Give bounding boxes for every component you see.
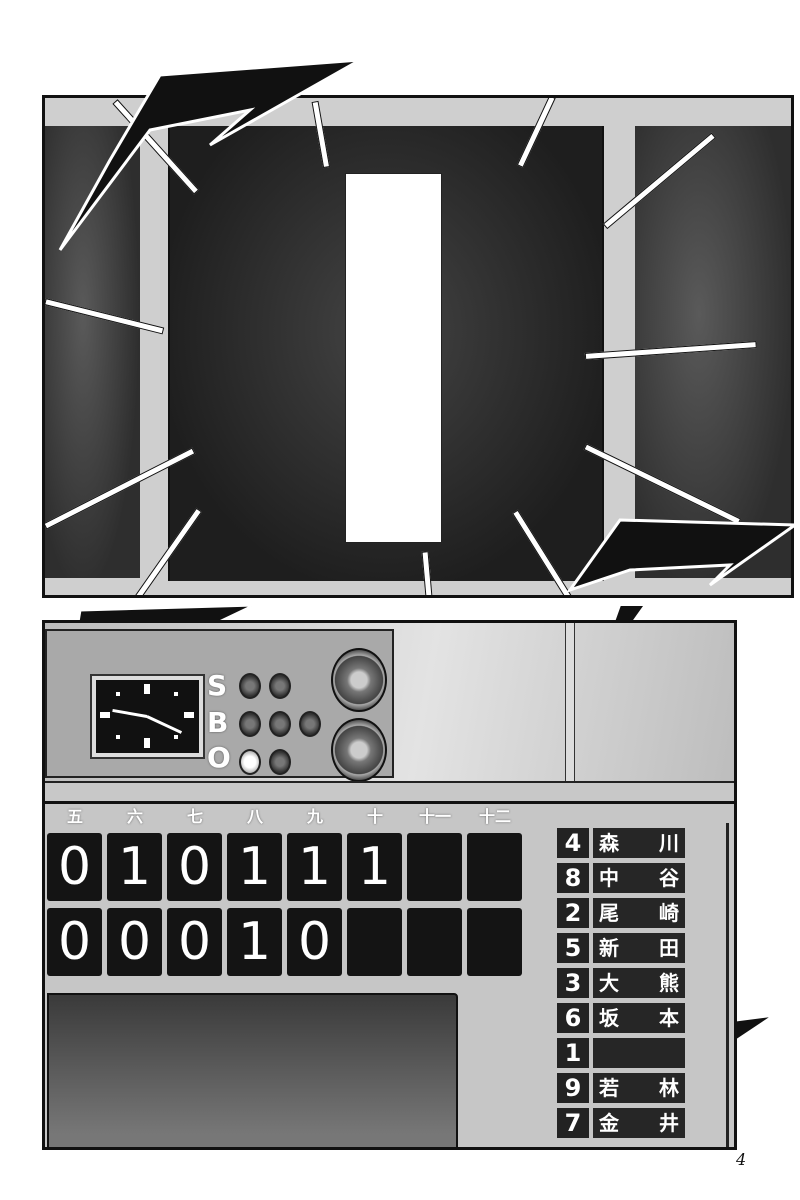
score-cell: 1 — [107, 833, 162, 901]
ball-lamp — [269, 711, 291, 737]
left-pillar — [140, 126, 168, 595]
minute-hand — [146, 715, 183, 734]
doorway-light — [345, 173, 442, 543]
player-name: 森川 — [593, 828, 685, 858]
inning-label: 七 — [186, 807, 203, 826]
label-strike: S — [207, 669, 228, 702]
score-cell: 0 — [47, 833, 102, 901]
position-number: 7 — [557, 1108, 589, 1138]
out-lamp — [269, 749, 291, 775]
score-cell: 0 — [287, 908, 342, 976]
score-cell: 0 — [107, 908, 162, 976]
inning-label: 十 — [366, 807, 383, 826]
inning-label: 十二 — [478, 807, 511, 826]
player-name: 大熊 — [593, 968, 685, 998]
inning-label: 五 — [66, 807, 83, 826]
score-cell — [347, 908, 402, 976]
inning-label: 十一 — [418, 807, 451, 826]
inning-label: 八 — [246, 807, 263, 826]
inning-label: 九 — [306, 807, 323, 826]
player-name: 若林 — [593, 1073, 685, 1103]
dark-panel-box — [47, 993, 458, 1147]
score-cell: 0 — [47, 908, 102, 976]
score-cell: 1 — [347, 833, 402, 901]
position-number: 1 — [557, 1038, 589, 1068]
page-number: 4 — [736, 1150, 747, 1169]
score-cell — [407, 908, 462, 976]
ball-lamp — [239, 711, 261, 737]
inning-label: 六 — [126, 807, 143, 826]
strike-lamp — [269, 673, 291, 699]
player-name: 新田 — [593, 933, 685, 963]
player-name: 坂本 — [593, 1003, 685, 1033]
player-name: 金井 — [593, 1108, 685, 1138]
position-number: 8 — [557, 863, 589, 893]
score-cell: 1 — [287, 833, 342, 901]
position-number: 4 — [557, 828, 589, 858]
right-window — [635, 126, 791, 595]
label-ball: B — [207, 706, 229, 739]
clock-icon — [90, 674, 205, 759]
position-number: 5 — [557, 933, 589, 963]
ball-lamp — [299, 711, 321, 737]
player-name: 尾崎 — [593, 898, 685, 928]
score-cell — [467, 833, 522, 901]
bottom-frame — [45, 578, 791, 595]
lineup-frame — [550, 823, 729, 1147]
player-name — [593, 1038, 685, 1068]
position-number: 3 — [557, 968, 589, 998]
score-cell: 1 — [227, 908, 282, 976]
lineup-row: 1 — [557, 1038, 727, 1068]
position-number: 9 — [557, 1073, 589, 1103]
lightning-flash-icon — [566, 518, 800, 593]
lightning-flash-icon — [58, 58, 361, 251]
scoreboard-ledge — [45, 781, 734, 804]
label-out: O — [207, 741, 231, 774]
strike-lamp — [239, 673, 261, 699]
speaker-icon — [331, 648, 387, 712]
score-cell: 1 — [227, 833, 282, 901]
out-lamp — [239, 749, 261, 775]
score-cell — [407, 833, 462, 901]
score-cell — [467, 908, 522, 976]
score-cell: 0 — [167, 908, 222, 976]
player-name: 中谷 — [593, 863, 685, 893]
score-row-visitor: 0 1 0 1 1 1 — [47, 833, 522, 901]
speaker-icon — [331, 718, 387, 782]
panel-scoreboard: S B O 五 六 七 八 九 十 十一 十二 0 1 0 1 1 1 0 0 … — [42, 620, 737, 1150]
inning-labels: 五 六 七 八 九 十 十一 十二 — [45, 803, 545, 827]
position-number: 2 — [557, 898, 589, 928]
position-number: 6 — [557, 1003, 589, 1033]
count-board: S B O — [45, 629, 394, 778]
score-row-home: 0 0 0 1 0 — [47, 908, 522, 976]
hour-hand — [112, 708, 148, 718]
score-cell: 0 — [167, 833, 222, 901]
pole — [565, 623, 575, 781]
